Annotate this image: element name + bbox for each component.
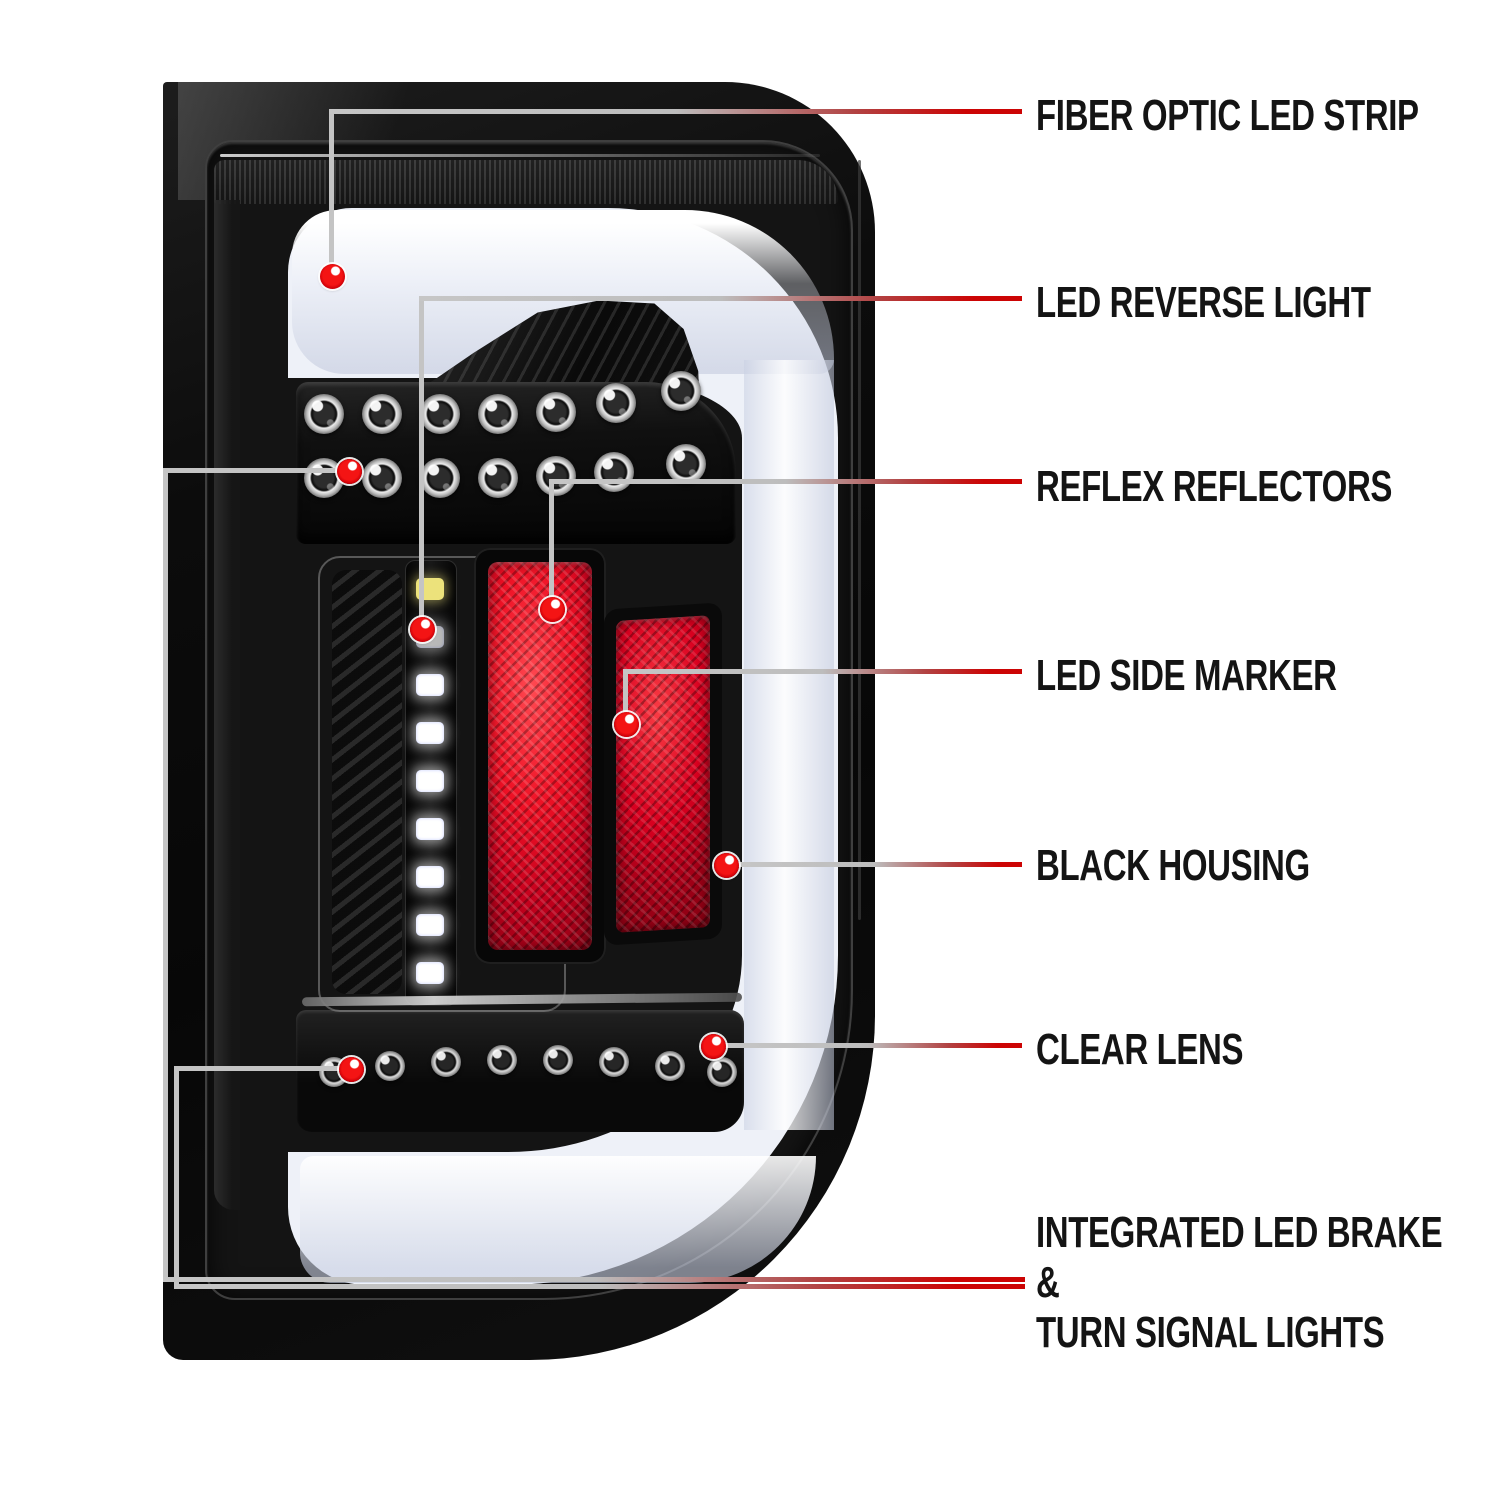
callout-dot-led-reverse-light	[410, 617, 435, 642]
led-stud	[655, 1051, 685, 1081]
callout-line-reflex-vertical	[549, 479, 554, 614]
led-stud	[536, 392, 576, 432]
led-stud	[661, 371, 701, 411]
callout-line-reverse	[419, 296, 1022, 301]
led-stud	[304, 394, 344, 434]
led-stud	[304, 458, 344, 498]
callout-dot-led-side-marker	[614, 712, 639, 737]
label-line-3: TURN SIGNAL LIGHTS	[1036, 1308, 1385, 1357]
led-stud	[478, 394, 518, 434]
callout-line-brake-2	[174, 1284, 1025, 1289]
callout-dot-black-housing	[714, 853, 739, 878]
led-chip	[416, 914, 444, 936]
led-stud	[487, 1045, 517, 1075]
callout-line-brake-vertical-2	[174, 1066, 179, 1289]
lens-top-rim	[214, 160, 838, 204]
led-chip	[416, 722, 444, 744]
callout-line-marker-vertical	[623, 669, 628, 729]
side-marker-reflector	[616, 615, 710, 933]
led-stud	[362, 458, 402, 498]
led-chip	[416, 866, 444, 888]
label-line-2: &	[1036, 1258, 1060, 1307]
led-stud	[543, 1045, 573, 1075]
body-seam	[858, 160, 861, 920]
led-chip	[416, 962, 444, 984]
callout-line-reflex	[549, 479, 1022, 484]
label-clear-lens: CLEAR LENS	[1036, 1025, 1244, 1074]
led-stud	[599, 1047, 629, 1077]
callout-dot-fiber-optic-led-strip	[320, 264, 345, 289]
led-stud	[362, 394, 402, 434]
callout-line-brake-upper	[163, 468, 353, 473]
led-chip	[416, 818, 444, 840]
led-stud	[594, 452, 634, 492]
lens-chrome-trim	[220, 154, 820, 157]
callout-line-fiber-vertical	[329, 111, 334, 279]
callout-line-brake-1	[163, 1277, 1025, 1282]
led-chip	[416, 770, 444, 792]
lens-left-rim	[214, 200, 240, 1210]
louver-ribs	[332, 570, 402, 994]
callout-line-housing	[727, 862, 1022, 867]
led-stud	[536, 456, 576, 496]
label-led-side-marker: LED SIDE MARKER	[1036, 651, 1337, 700]
callout-line-fiber	[329, 109, 1022, 114]
callout-line-brake-vertical-1	[163, 468, 168, 1282]
reflex-reflector	[488, 562, 592, 950]
label-black-housing: BLACK HOUSING	[1036, 841, 1310, 890]
led-stud	[431, 1047, 461, 1077]
callout-dot-brake-upper	[337, 459, 362, 484]
led-stud	[666, 444, 706, 484]
label-line-1: INTEGRATED LED BRAKE	[1036, 1208, 1443, 1257]
callout-line-marker	[623, 669, 1022, 674]
led-stud	[478, 458, 518, 498]
callout-dot-reflex-reflectors	[540, 597, 565, 622]
led-stud	[707, 1057, 737, 1087]
callout-line-reverse-vertical	[419, 296, 424, 634]
led-stud	[420, 394, 460, 434]
led-chip	[416, 674, 444, 696]
callout-dot-brake-lower	[339, 1057, 364, 1082]
label-fiber-optic-led-strip: FIBER OPTIC LED STRIP	[1036, 91, 1419, 140]
label-led-reverse-light: LED REVERSE LIGHT	[1036, 278, 1371, 327]
label-integrated-led-brake-turn-signal: INTEGRATED LED BRAKE & TURN SIGNAL LIGHT…	[1036, 1208, 1443, 1358]
label-reflex-reflectors: REFLEX REFLECTORS	[1036, 462, 1393, 511]
led-stud	[420, 458, 460, 498]
callout-line-brake-lower	[174, 1066, 355, 1071]
callout-line-clear-lens	[714, 1043, 1022, 1048]
led-stud	[596, 383, 636, 423]
callout-dot-clear-lens	[701, 1034, 726, 1059]
led-stud	[375, 1051, 405, 1081]
